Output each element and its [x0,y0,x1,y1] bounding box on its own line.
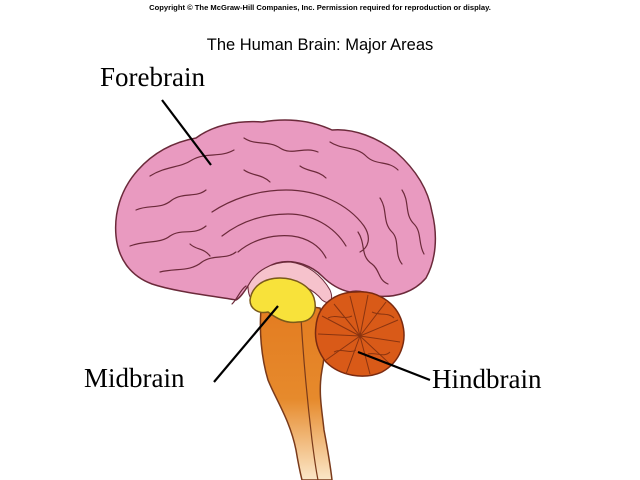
forebrain-leader-line [161,99,212,166]
diagram-title: The Human Brain: Major Areas [206,36,434,54]
midbrain-leader-line [213,305,279,383]
brainstem-groove [299,299,319,480]
forebrain-folds [129,137,425,305]
forebrain-label: Forebrain [100,62,205,92]
hindbrain-cerebellum [314,291,405,377]
hindbrain-leader-line [357,350,431,382]
hindbrain-label: Hindbrain [432,364,542,394]
midbrain [249,277,316,324]
copyright-notice: Copyright © The McGraw-Hill Companies, I… [149,3,491,12]
midbrain-label: Midbrain [84,363,185,393]
forebrain-cerebrum [114,119,437,301]
cerebellum-folia [317,294,401,375]
